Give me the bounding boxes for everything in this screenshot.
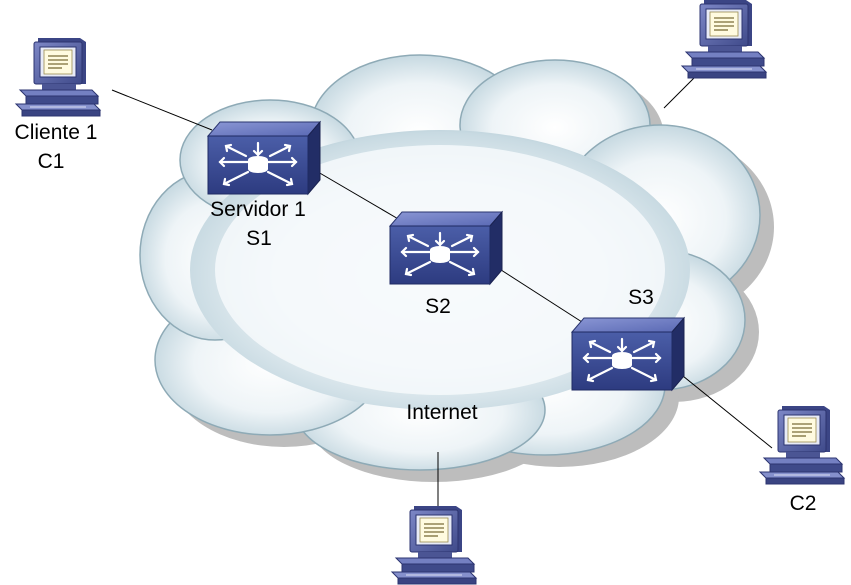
server-s1-id: S1 [246, 227, 272, 250]
server-s2-icon[interactable] [388, 210, 504, 286]
internet-cloud [139, 54, 761, 471]
server-s3-icon[interactable] [570, 316, 686, 392]
server-s1-name: Servidor 1 [210, 198, 306, 221]
client-c1-id: C1 [38, 150, 65, 173]
link-s2-s3 [497, 267, 583, 323]
server-s3-id: S3 [628, 286, 654, 309]
network-links [111, 71, 773, 508]
link-s3-c2 [677, 371, 773, 449]
link-s1-s2 [317, 171, 401, 221]
client-c2-id: C2 [790, 492, 817, 515]
client-c1-computer-icon[interactable] [15, 37, 101, 117]
client-c2-computer-icon[interactable] [759, 405, 845, 485]
server-s2-id: S2 [425, 295, 451, 318]
client-c1-name: Cliente 1 [15, 121, 98, 144]
bottom-computer-icon[interactable] [391, 505, 477, 585]
link-c1-s1 [111, 89, 213, 131]
top-right-computer-icon[interactable] [681, 0, 767, 79]
cloud-label: Internet [406, 401, 477, 424]
server-s1-icon[interactable] [206, 120, 322, 196]
